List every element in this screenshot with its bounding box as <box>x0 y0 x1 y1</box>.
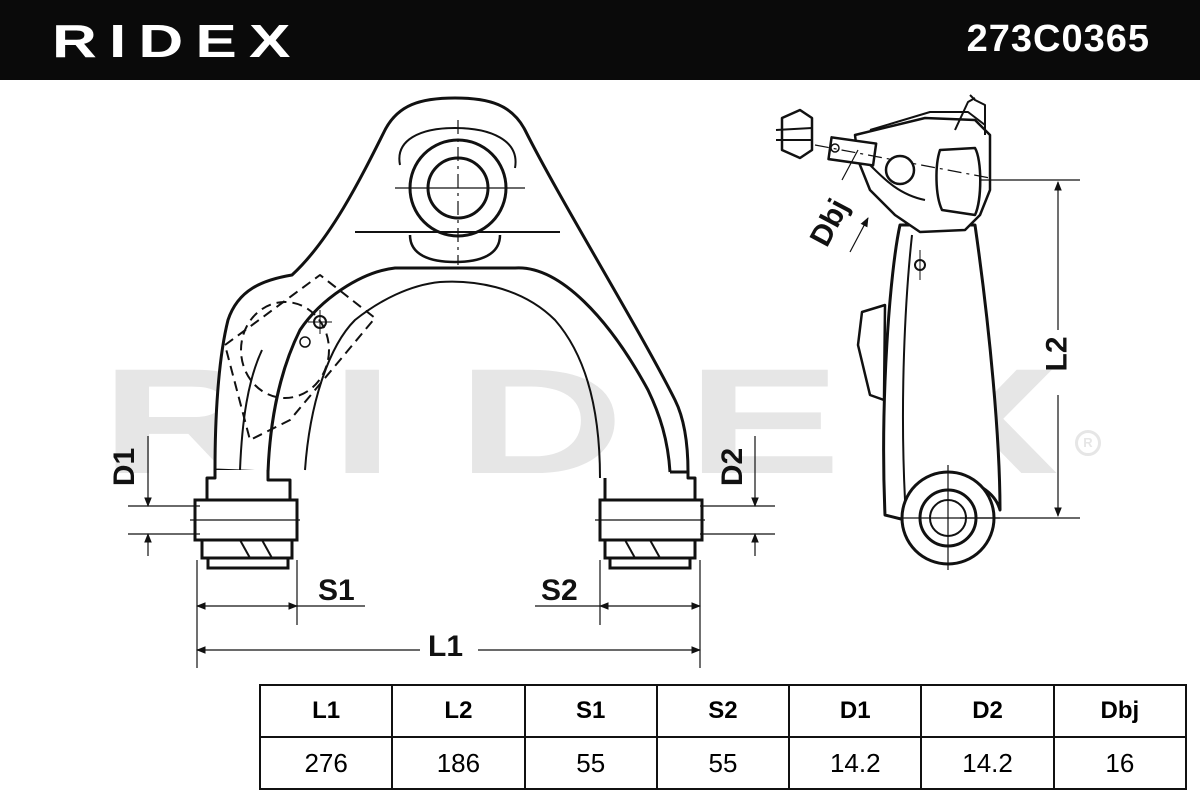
value-cell: 55 <box>655 736 791 790</box>
table-header-row: L1 L2 S1 S2 D1 D2 Dbj <box>258 684 1188 738</box>
header-cell: Dbj <box>1052 684 1188 738</box>
value-cell: 14.2 <box>920 736 1055 790</box>
value-cell: 276 <box>258 736 394 790</box>
right-bushing <box>595 498 705 570</box>
registered-mark-icon: R <box>1075 430 1101 456</box>
label-d2: D2 <box>716 447 750 487</box>
value-cell: 55 <box>523 736 658 790</box>
header-cell: L1 <box>258 684 394 738</box>
label-s1: S1 <box>318 574 355 607</box>
header-cell: D2 <box>920 684 1055 738</box>
d1-dimension <box>128 436 200 556</box>
label-l2: L2 <box>1040 336 1074 372</box>
label-d1: D1 <box>108 447 142 487</box>
brand-logo: RIDEX <box>52 15 303 67</box>
dimensions-table: L1 L2 S1 S2 D1 D2 Dbj 276 186 55 55 14.2… <box>258 684 1188 790</box>
dbj-dimension <box>841 149 869 253</box>
side-view-arm <box>775 94 1002 570</box>
label-s2: S2 <box>541 574 578 607</box>
part-number: 273C0365 <box>966 18 1150 60</box>
left-bushing <box>190 498 300 570</box>
header-cell: S2 <box>655 684 791 738</box>
header-cell: D1 <box>788 684 923 738</box>
header-cell: S1 <box>523 684 658 738</box>
l2-dimension <box>960 179 1080 519</box>
label-l1: L1 <box>428 630 464 663</box>
d2-dimension <box>700 436 775 556</box>
header-cell: L2 <box>391 684 526 738</box>
table-row: 276 186 55 55 14.2 14.2 16 <box>258 736 1188 790</box>
front-view-arm <box>205 96 697 520</box>
header-bar: RIDEX 273C0365 <box>0 0 1200 80</box>
value-cell: 186 <box>391 736 526 790</box>
value-cell: 16 <box>1052 736 1188 790</box>
value-cell: 14.2 <box>788 736 923 790</box>
